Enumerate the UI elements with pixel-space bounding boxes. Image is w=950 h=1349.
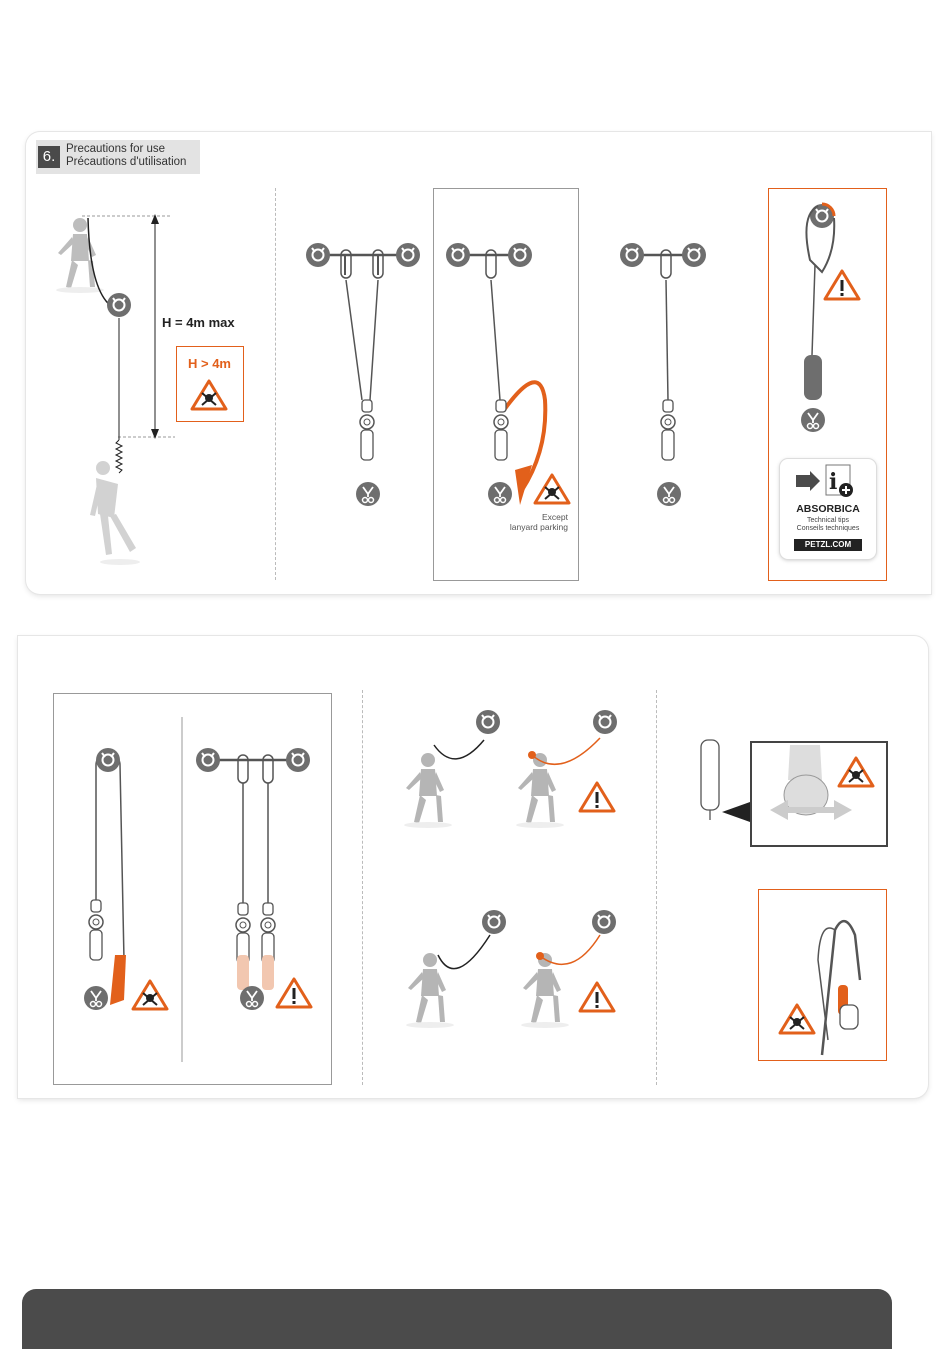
exclamation-warning-icon — [580, 983, 614, 1011]
anchor-icon — [396, 243, 420, 267]
harness-icon — [84, 986, 108, 1010]
anchor-icon — [196, 748, 220, 772]
anchor-icon — [476, 710, 500, 734]
harness-icon — [356, 482, 380, 506]
skull-warning-icon — [839, 758, 873, 786]
exclamation-warning-icon — [277, 979, 311, 1007]
skull-warning-icon — [192, 381, 226, 409]
harness-icon — [657, 482, 681, 506]
skull-warning-icon — [133, 981, 167, 1009]
anchor-icon — [482, 910, 506, 934]
skull-warning-icon — [535, 475, 569, 503]
anchor-icon — [508, 243, 532, 267]
skull-warning-icon — [780, 1005, 814, 1033]
harness-icon — [488, 482, 512, 506]
anchor-icon — [593, 710, 617, 734]
anchor-icon — [306, 243, 330, 267]
anchor-icon — [107, 293, 131, 317]
harness-icon — [240, 986, 264, 1010]
exclamation-warning-icon — [825, 271, 859, 299]
anchor-icon — [96, 748, 120, 772]
anchor-icon — [682, 243, 706, 267]
falling-climber-figure — [90, 461, 140, 565]
harness-icon — [801, 408, 825, 432]
anchor-icon — [592, 910, 616, 934]
anchor-icon — [620, 243, 644, 267]
anchor-icon — [446, 243, 470, 267]
worker-figure — [406, 953, 454, 1028]
worker-figure — [404, 753, 452, 828]
exclamation-warning-icon — [580, 783, 614, 811]
anchor-icon — [286, 748, 310, 772]
